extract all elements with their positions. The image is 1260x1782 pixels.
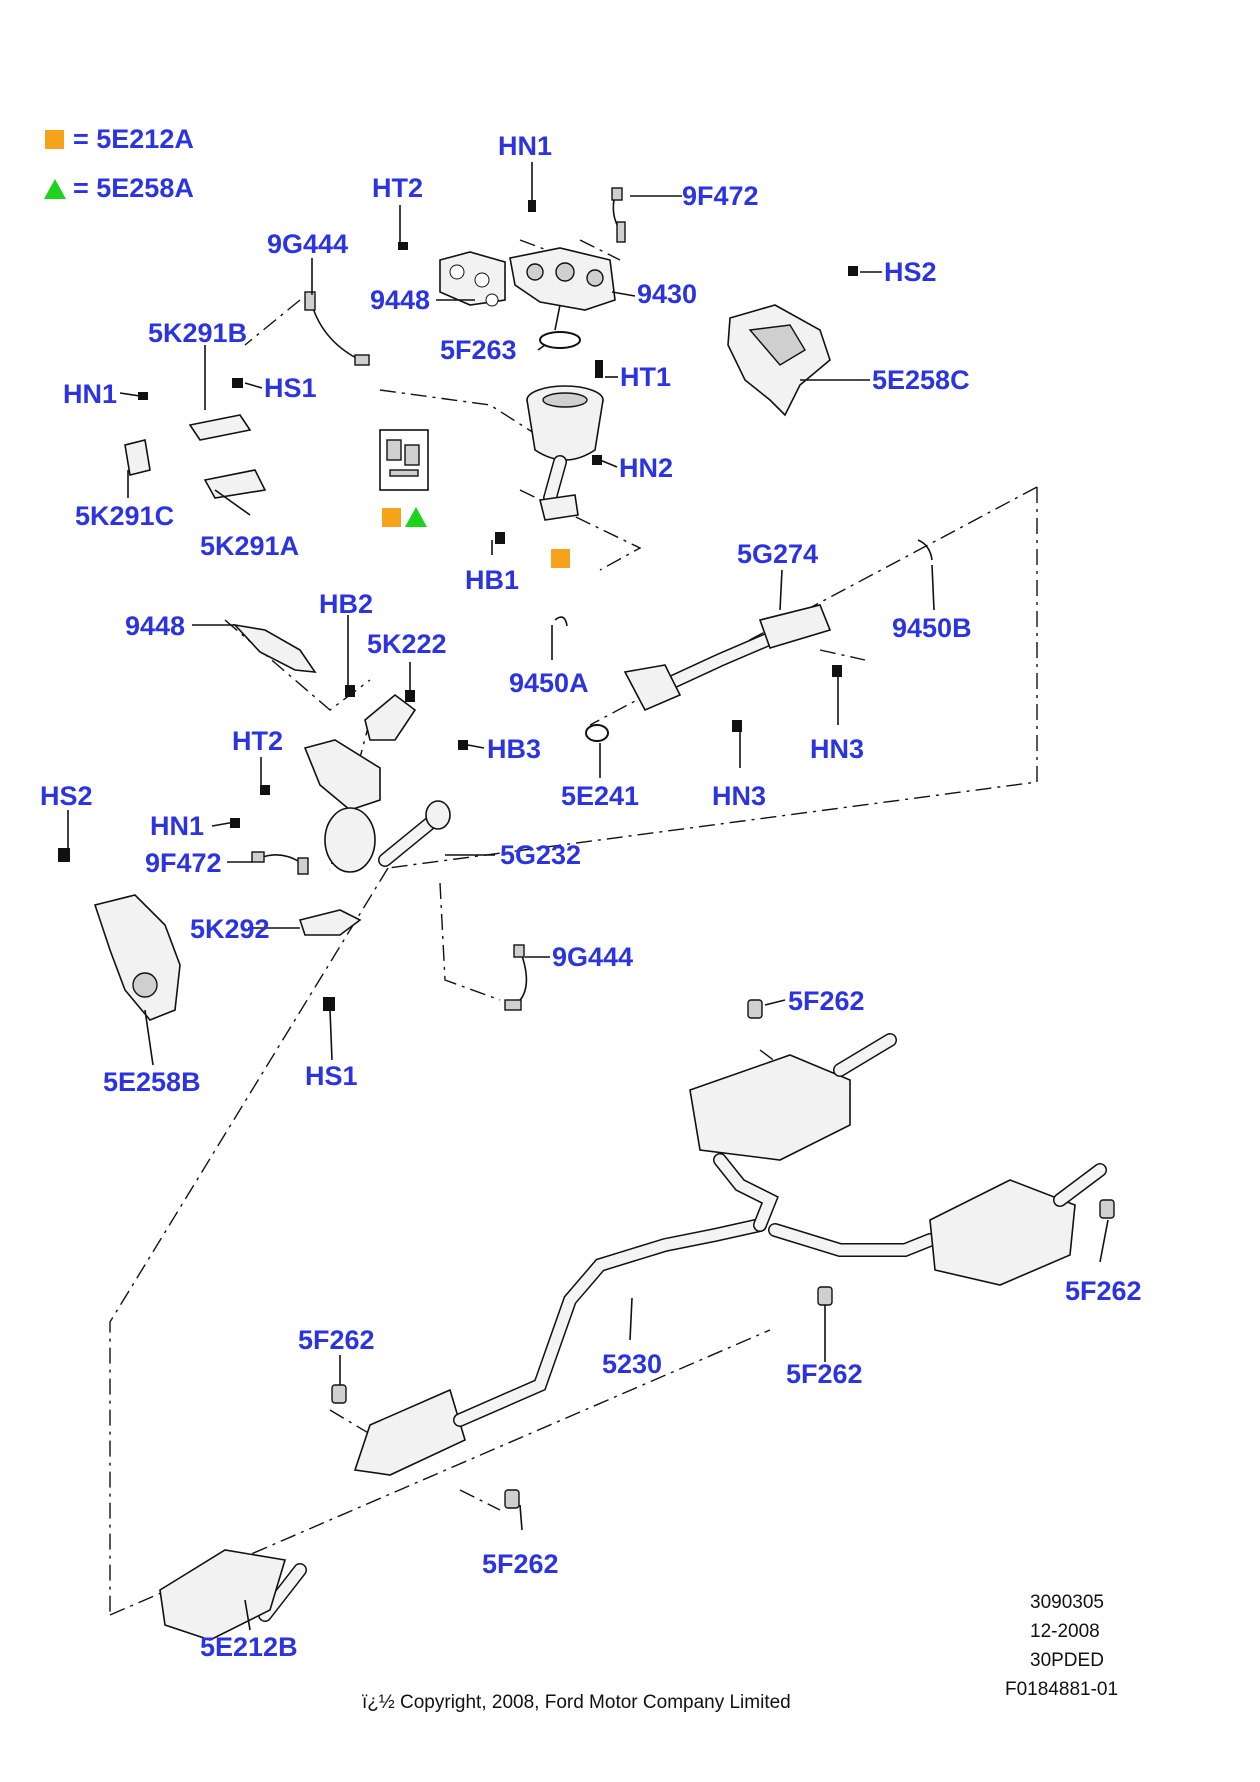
- heat-shield-5e258c: [727, 304, 831, 417]
- label-hn1-mid: HN1: [150, 811, 204, 841]
- rear-exhaust-5230: [159, 1033, 1107, 1641]
- legend-label-5e258a: = 5E258A: [73, 173, 194, 203]
- label-5e241: 5E241: [561, 781, 639, 811]
- label-5e258c: 5E258C: [872, 365, 970, 395]
- kit-orange-square-icon: [382, 508, 401, 527]
- manifold-gasket-9448-top: [439, 251, 506, 307]
- label-9450a: 9450A: [509, 668, 589, 698]
- clamps-9450: [554, 539, 933, 627]
- footer: 3090305 12-2008 30PDED F0184881-01 ï¿½ C…: [362, 1592, 1118, 1713]
- label-ht1: HT1: [620, 362, 671, 392]
- leader-lines: [67, 162, 1109, 1631]
- brackets-5k291: [124, 414, 267, 499]
- label-5g274: 5G274: [737, 539, 818, 569]
- footer-code3: F0184881-01: [1005, 1679, 1118, 1700]
- label-9f472-mid: 9F472: [145, 848, 222, 878]
- label-5e212b: 5E212B: [200, 1632, 298, 1662]
- label-9450b: 9450B: [892, 613, 972, 643]
- label-9g444-top: 9G444: [267, 229, 348, 259]
- legend-label-5e212a: = 5E212A: [73, 124, 194, 154]
- label-5f262-a: 5F262: [788, 986, 865, 1016]
- label-5f262-b: 5F262: [1065, 1276, 1142, 1306]
- rear-manifold-catalyst: [303, 739, 381, 873]
- label-5f262-d: 5F262: [298, 1325, 375, 1355]
- heat-shield-5e258b: [93, 894, 181, 1021]
- label-9448-mid: 9448: [125, 611, 185, 641]
- label-ht2-mid: HT2: [232, 726, 283, 756]
- label-hs1-bottom: HS1: [305, 1061, 358, 1091]
- catalytic-converter-front: [526, 385, 604, 521]
- sensor-9f472-top: [611, 187, 626, 243]
- label-hn2: HN2: [619, 453, 673, 483]
- label-hn1-top: HN1: [498, 131, 552, 161]
- label-5f262-c: 5F262: [786, 1359, 863, 1389]
- gasket-5e241: [585, 724, 609, 742]
- label-9448-top: 9448: [370, 285, 430, 315]
- legend-green-triangle-icon: [44, 179, 66, 199]
- label-5k291b: 5K291B: [148, 318, 247, 348]
- label-9f472-top: 9F472: [682, 181, 759, 211]
- label-5k222: 5K222: [367, 629, 447, 659]
- label-hs2-top: HS2: [884, 257, 937, 287]
- label-5f262-e: 5F262: [482, 1549, 559, 1579]
- label-hn3-mid: HN3: [712, 781, 766, 811]
- label-hs2-left: HS2: [40, 781, 93, 811]
- marker-orange-square-icon: [551, 549, 570, 568]
- label-5k291a: 5K291A: [200, 531, 299, 561]
- exhaust-manifold-9430: [509, 247, 616, 331]
- manifold-gasket-9448-mid: [232, 623, 317, 673]
- label-hn3-right: HN3: [810, 734, 864, 764]
- label-hb1: HB1: [465, 565, 519, 595]
- kit-green-triangle-icon: [405, 507, 427, 527]
- part-labels: HN1 HT2 9F472 9G444 9448 9430 HS2 5F263 …: [40, 131, 1142, 1662]
- sensor-9g444-top: [304, 291, 370, 366]
- label-9430: 9430: [637, 279, 697, 309]
- footer-code1: 3090305: [1030, 1592, 1104, 1613]
- label-hb3: HB3: [487, 734, 541, 764]
- label-ht2-top: HT2: [372, 173, 423, 203]
- label-hb2: HB2: [319, 589, 373, 619]
- label-5k292: 5K292: [190, 914, 270, 944]
- fastener-parts-kit: [379, 429, 570, 568]
- intermediate-pipe-5g274: [623, 604, 832, 712]
- gasket-5f263: [539, 331, 581, 349]
- label-5k291c: 5K291C: [75, 501, 174, 531]
- label-5f263: 5F263: [440, 335, 517, 365]
- label-5e258b: 5E258B: [103, 1067, 201, 1097]
- footer-code2: 30PDED: [1030, 1650, 1104, 1671]
- bracket-5k292: [298, 909, 362, 936]
- label-hn1-left: HN1: [63, 379, 117, 409]
- footer-copyright: ï¿½ Copyright, 2008, Ford Motor Company …: [362, 1692, 791, 1713]
- fasteners: [58, 200, 858, 1011]
- label-9g444-mid: 9G444: [552, 942, 633, 972]
- label-5g232: 5G232: [500, 840, 581, 870]
- label-5230: 5230: [602, 1349, 662, 1379]
- legend: = 5E212A = 5E258A: [44, 124, 194, 203]
- sensor-9g444-mid: [504, 944, 528, 1011]
- label-hs1-top: HS1: [264, 373, 317, 403]
- footer-date: 12-2008: [1030, 1621, 1100, 1642]
- front-pipe-5g232: [378, 800, 451, 867]
- sensor-9f472-mid: [251, 851, 309, 875]
- legend-orange-square-icon: [45, 130, 64, 149]
- bracket-5k222: [364, 693, 417, 741]
- hangers-5f262: [331, 999, 1115, 1509]
